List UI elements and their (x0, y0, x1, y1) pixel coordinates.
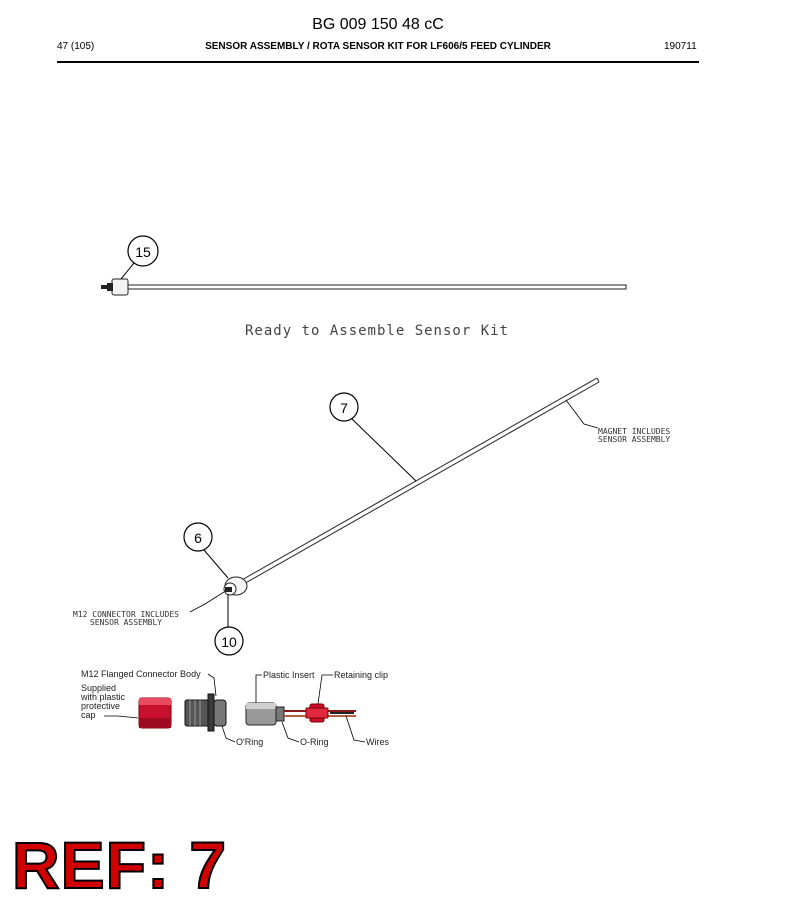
oring1-leader (221, 725, 236, 743)
page-title: SENSOR ASSEMBLY / ROTA SENSOR KIT FOR LF… (205, 41, 551, 52)
insert-label: Plastic Insert (263, 670, 315, 680)
balloon-10: 10 (214, 626, 244, 656)
insert-leader (255, 674, 262, 703)
balloon-7: 7 (329, 392, 359, 422)
wires-label: Wires (366, 737, 389, 747)
protective-cap (138, 697, 172, 729)
connector-body (184, 693, 227, 732)
page-number: 47 (105) (57, 41, 95, 52)
sensor-kit-rod (101, 278, 627, 296)
svg-text:10: 10 (221, 634, 237, 650)
connector-note-line2: SENSOR ASSEMBLY (90, 618, 162, 627)
leader-15 (120, 262, 135, 280)
ref-label: REF: 7 (11, 828, 228, 902)
body-label: M12 Flanged Connector Body (81, 669, 201, 679)
wires-leader (345, 715, 366, 743)
sensor-rod-iso (223, 377, 600, 596)
kit-caption: Ready to Assemble Sensor Kit (245, 323, 509, 339)
oring2-leader (281, 721, 300, 743)
revision-date: 190711 (664, 41, 697, 52)
oring2-label: O-Ring (300, 737, 329, 747)
cap-note-line1: Supplied (81, 683, 116, 693)
document-id: BG 009 150 48 cC (312, 16, 444, 33)
connector-leader (189, 591, 225, 613)
cap-leader (104, 715, 139, 719)
balloon-15: 15 (127, 235, 159, 267)
svg-text:7: 7 (340, 400, 348, 416)
cap-note-line2: with plastic (80, 692, 126, 702)
svg-text:6: 6 (194, 530, 202, 546)
balloon-6: 6 (183, 522, 213, 552)
leader-7 (351, 418, 417, 482)
connector-note-line1: M12 CONNECTOR INCLUDES (73, 610, 179, 619)
cap-note-line3: protective (81, 701, 120, 711)
magnet-leader (565, 399, 599, 429)
clip-label: Retaining clip (334, 670, 388, 680)
cap-note-line4: cap (81, 710, 96, 720)
magnet-note-line1: MAGNET INCLUDES (598, 427, 670, 436)
leader-6 (203, 549, 229, 579)
retaining-clip (305, 703, 329, 723)
clip-leader (317, 674, 333, 705)
magnet-note-line2: SENSOR ASSEMBLY (598, 435, 670, 444)
header-rule (57, 61, 699, 63)
body-leader (207, 673, 217, 697)
oring1-label: O'Ring (236, 737, 263, 747)
svg-text:15: 15 (135, 244, 151, 260)
plastic-insert (245, 702, 285, 726)
